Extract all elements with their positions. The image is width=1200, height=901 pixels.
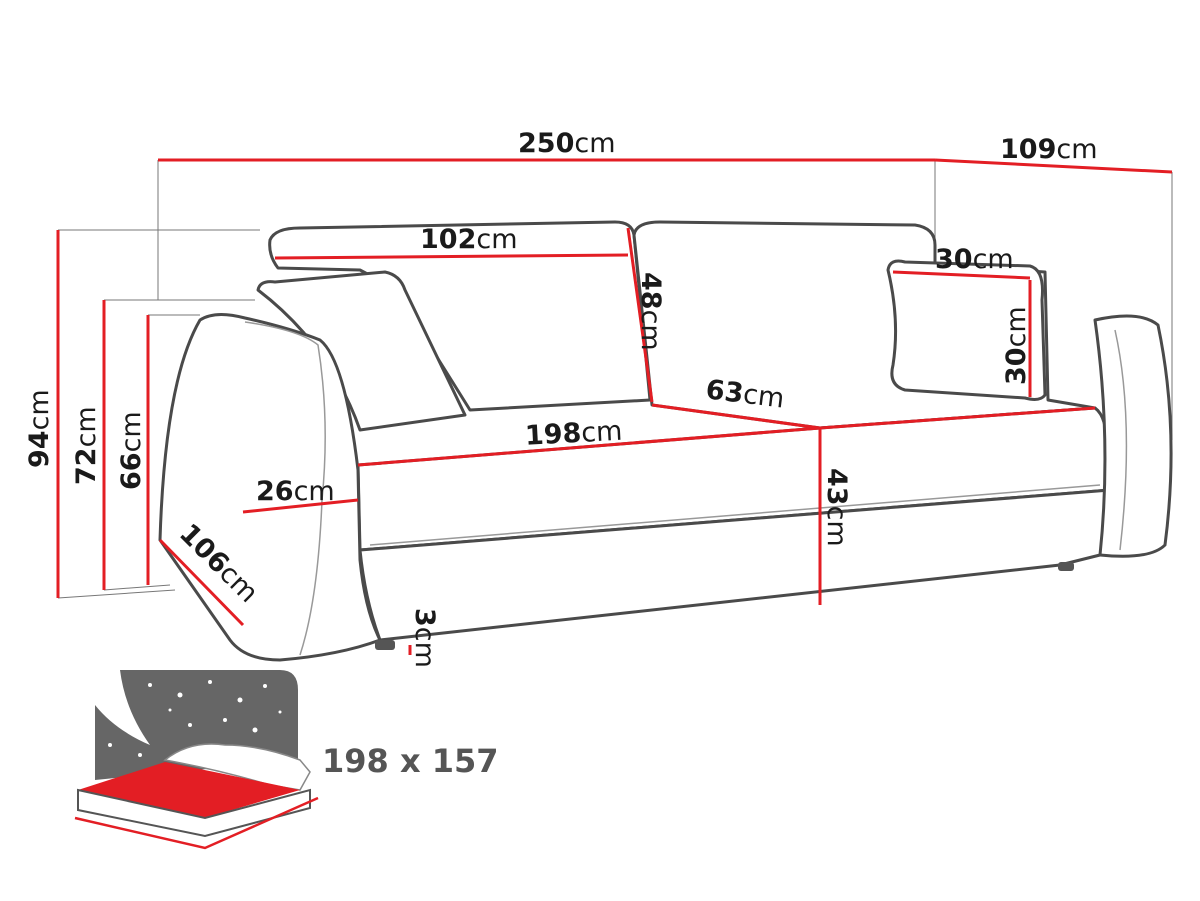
sofa-illustration: [158, 220, 1173, 662]
dimension-labels: 250cm 109cm 94cm 72cm 66cm 102cm 48cm 63…: [24, 128, 1098, 668]
guide-lines: [57, 160, 1173, 599]
armrest-left: [158, 313, 382, 662]
bed-icon: [74, 670, 319, 850]
label-armrest-height-front: 66cm: [116, 411, 147, 490]
leg-front: [375, 640, 395, 650]
label-leg-height: 3cm: [409, 608, 440, 668]
label-total-depth: 109cm: [1000, 134, 1098, 165]
armrest-right: [1093, 314, 1173, 558]
sleeping-area-size: 198 x 157: [322, 742, 499, 780]
label-armrest-width: 26cm: [256, 476, 335, 507]
pillow-right: [886, 259, 1047, 401]
label-total-height: 94cm: [24, 389, 55, 468]
label-seat-height: 43cm: [821, 468, 852, 547]
label-pillow-height: 30cm: [1001, 306, 1032, 385]
label-back-cushion-height: 48cm: [635, 272, 666, 351]
label-total-width: 250cm: [518, 128, 616, 159]
label-armrest-height: 72cm: [71, 406, 102, 485]
label-seat-width: 198cm: [524, 416, 623, 452]
leg-right: [1058, 562, 1074, 571]
label-back-cushion-width: 102cm: [420, 224, 518, 255]
label-pillow-width: 30cm: [935, 244, 1014, 275]
label-seat-depth: 63cm: [704, 374, 786, 414]
dimension-lines: [56, 158, 1173, 655]
